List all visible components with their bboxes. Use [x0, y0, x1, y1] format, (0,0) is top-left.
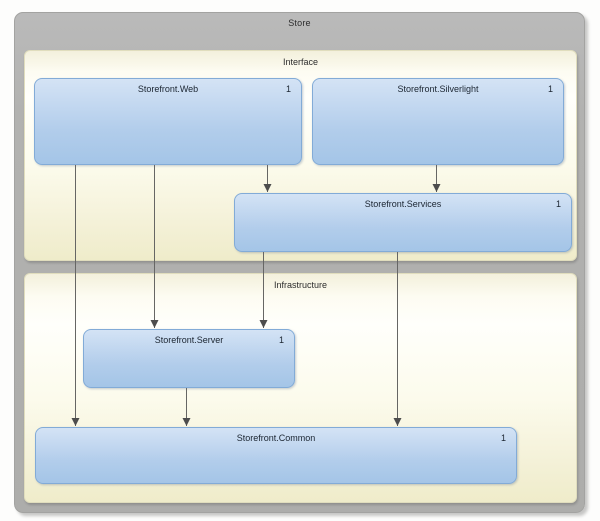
layer-infrastructure[interactable]: Infrastructure Storefront.Server 1 Store…	[24, 273, 577, 503]
node-storefront-silverlight-count: 1	[547, 84, 553, 94]
node-storefront-server[interactable]: Storefront.Server 1	[83, 329, 295, 388]
node-storefront-web-count: 1	[285, 84, 291, 94]
node-storefront-silverlight[interactable]: Storefront.Silverlight 1	[312, 78, 564, 165]
layer-interface-label: Interface	[282, 57, 319, 67]
container-store[interactable]: Store Interface Storefront.Web 1 Storefr…	[14, 12, 585, 513]
node-storefront-silverlight-label: Storefront.Silverlight	[397, 84, 479, 94]
node-storefront-server-label: Storefront.Server	[154, 335, 224, 345]
node-storefront-services[interactable]: Storefront.Services 1	[234, 193, 572, 252]
node-storefront-common-label: Storefront.Common	[236, 433, 316, 443]
container-store-label: Store	[288, 18, 311, 28]
node-storefront-services-count: 1	[555, 199, 561, 209]
layer-interface[interactable]: Interface Storefront.Web 1 Storefront.Si…	[24, 50, 577, 261]
node-storefront-web-label: Storefront.Web	[137, 84, 199, 94]
node-storefront-server-count: 1	[278, 335, 284, 345]
node-storefront-common-count: 1	[500, 433, 506, 443]
layer-infrastructure-label: Infrastructure	[273, 280, 328, 290]
node-storefront-web[interactable]: Storefront.Web 1	[34, 78, 302, 165]
node-storefront-common[interactable]: Storefront.Common 1	[35, 427, 517, 484]
node-storefront-services-label: Storefront.Services	[364, 199, 442, 209]
